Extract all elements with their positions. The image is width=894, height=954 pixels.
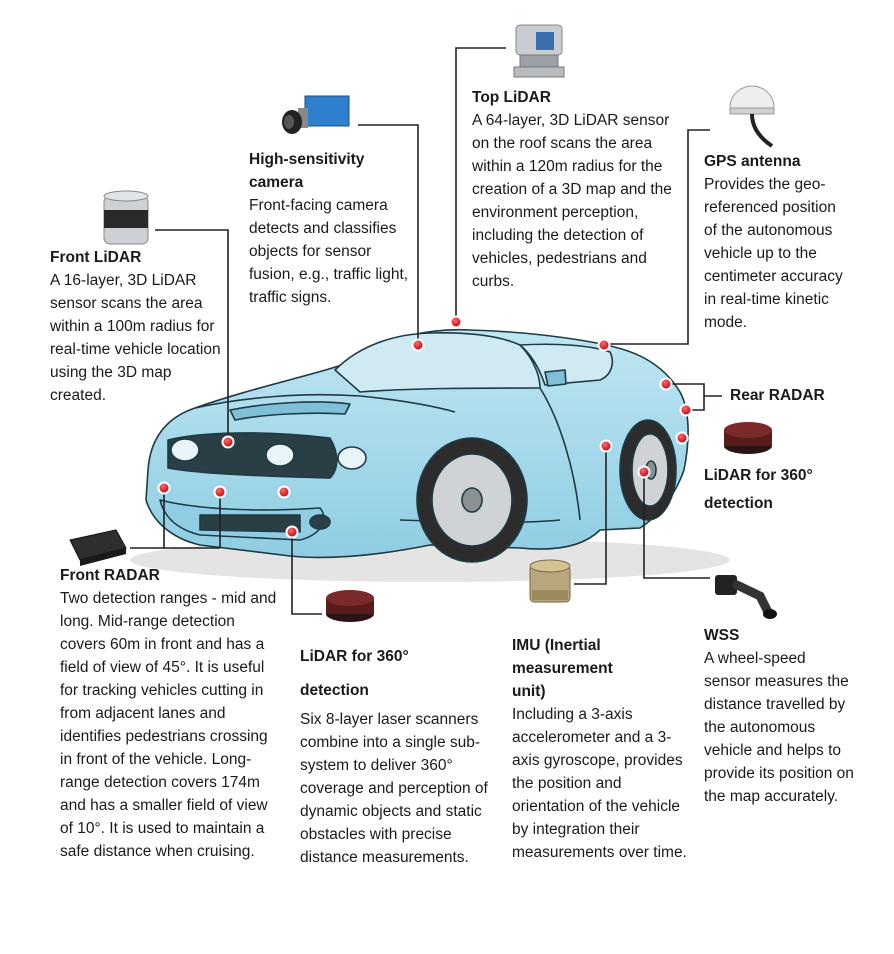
top-lidar-image <box>513 24 565 78</box>
front-radar-dot-3 <box>277 485 291 499</box>
top-lidar-description: A 64-layer, 3D LiDAR sensor on the roof … <box>472 112 672 290</box>
lidar-360-description: Six 8-layer laser scanners combine into … <box>300 711 488 866</box>
front-radar-image <box>69 529 127 566</box>
rear-radar-dot-2 <box>679 403 693 417</box>
gps-antenna-image <box>729 85 775 148</box>
lower-lidar-image <box>326 590 374 622</box>
wss-title: WSS <box>704 627 740 644</box>
rear-lidar-image <box>724 422 772 454</box>
lidar-360-label: LiDAR for 360° detection Six 8-layer las… <box>300 640 495 869</box>
camera-title: High-sensitivity camera <box>249 151 365 191</box>
camera-image <box>282 95 350 134</box>
camera-label: High-sensitivity camera Front-facing cam… <box>249 148 409 309</box>
gps-description: Provides the geo-referenced position of … <box>704 176 843 331</box>
top-lidar-dot <box>449 315 463 329</box>
rear-lidar-title: LiDAR for 360° detection <box>704 467 813 512</box>
front-radar-description: Two detection ranges - mid and long. Mid… <box>60 590 277 860</box>
imu-label: IMU (Inertial measurement unit) Includin… <box>512 634 692 864</box>
rear-radar-title: Rear RADAR <box>730 387 825 404</box>
rear-lidar-dot <box>675 431 689 445</box>
gps-dot <box>597 338 611 352</box>
front-lidar-image <box>103 190 149 245</box>
imu-title: IMU (Inertial measurement unit) <box>512 637 613 700</box>
gps-title: GPS antenna <box>704 153 801 170</box>
front-lidar-label: Front LiDAR A 16-layer, 3D LiDAR sensor … <box>50 246 222 407</box>
front-radar-dot-1 <box>157 481 171 495</box>
camera-description: Front-facing camera detects and classifi… <box>249 197 409 306</box>
imu-dot <box>599 439 613 453</box>
camera-dot <box>411 338 425 352</box>
wss-image <box>715 575 777 619</box>
lower-lidar-dot <box>285 525 299 539</box>
top-lidar-label: Top LiDAR A 64-layer, 3D LiDAR sensor on… <box>472 86 682 293</box>
rear-radar-dot-1 <box>659 377 673 391</box>
leader-lines <box>130 47 722 615</box>
front-lidar-description: A 16-layer, 3D LiDAR sensor scans the ar… <box>50 272 221 404</box>
front-lidar-title: Front LiDAR <box>50 249 142 266</box>
imu-image <box>529 559 571 603</box>
top-lidar-title: Top LiDAR <box>472 89 551 106</box>
imu-description: Including a 3-axis accelerometer and a 3… <box>512 706 687 861</box>
front-lidar-dot <box>221 435 235 449</box>
wss-description: A wheel-speed sensor measures the distan… <box>704 650 854 805</box>
wss-label: WSS A wheel-speed sensor measures the di… <box>704 624 854 808</box>
front-radar-dot-2 <box>213 485 227 499</box>
front-radar-title: Front RADAR <box>60 567 160 584</box>
front-radar-label: Front RADAR Two detection ranges - mid a… <box>60 564 280 863</box>
lidar-360-title: LiDAR for 360° detection <box>300 648 409 699</box>
wss-dot <box>637 465 651 479</box>
sensor-dots <box>157 315 693 539</box>
gps-label: GPS antenna Provides the geo-referenced … <box>704 150 852 334</box>
